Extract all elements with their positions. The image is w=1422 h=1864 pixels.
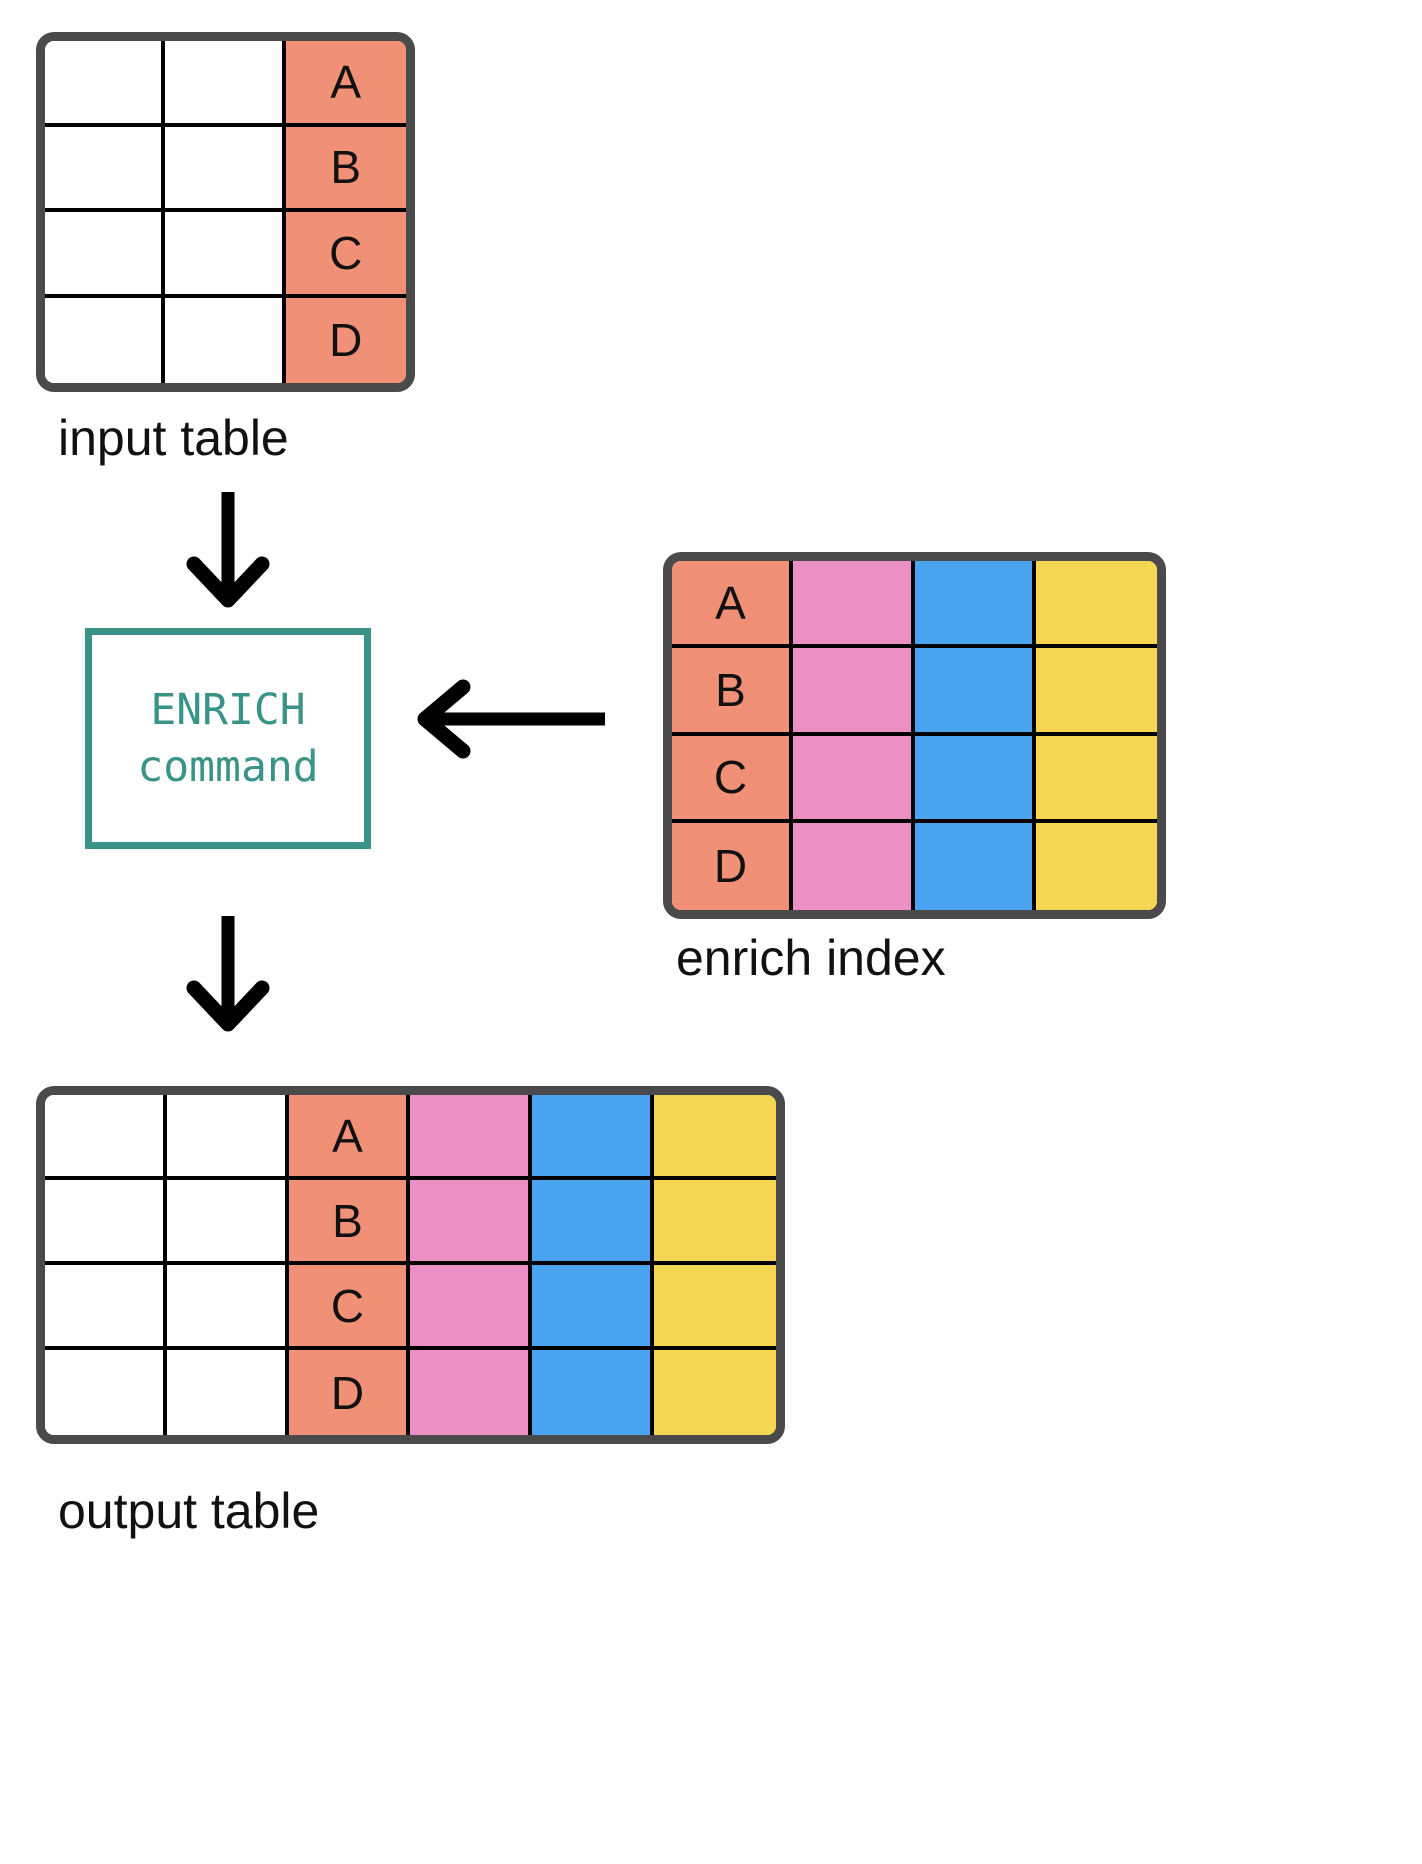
table-cell [793, 648, 915, 736]
table-cell [1035, 561, 1157, 649]
table-cell-key: C [288, 1265, 411, 1350]
table-cell [166, 1265, 289, 1350]
table-row: A [45, 41, 406, 127]
table-cell [654, 1350, 776, 1435]
table-cell-key: B [288, 1180, 411, 1265]
enrich-command-label-line2: command [137, 741, 319, 792]
table-cell [1035, 648, 1157, 736]
table-cell [914, 735, 1036, 823]
table-cell-key: B [285, 126, 406, 212]
table-row: C [672, 735, 1157, 823]
table-row: C [45, 1265, 776, 1350]
table-cell [45, 297, 166, 383]
table-cell-key: A [285, 41, 406, 127]
table-row: D [45, 297, 406, 383]
table-cell [165, 297, 286, 383]
table-cell [914, 822, 1036, 910]
table-cell [45, 126, 166, 212]
table-cell-key: D [288, 1350, 411, 1435]
table-row: B [45, 126, 406, 212]
table-row: D [672, 822, 1157, 910]
table-cell [166, 1180, 289, 1265]
table-row: B [45, 1180, 776, 1265]
table-cell-key: A [672, 561, 794, 649]
table-row: B [672, 648, 1157, 736]
table-row: D [45, 1350, 776, 1435]
table-cell [532, 1265, 655, 1350]
table-cell [914, 561, 1036, 649]
table-cell [45, 41, 166, 127]
table-cell-key: D [285, 297, 406, 383]
output-table-caption: output table [58, 1483, 320, 1539]
table-row: A [45, 1095, 776, 1180]
table-cell [532, 1095, 655, 1180]
table-cell [165, 126, 286, 212]
enrich-index-caption: enrich index [676, 930, 946, 986]
table-cell [410, 1180, 533, 1265]
table-cell [165, 212, 286, 298]
output-table: A B C D [36, 1086, 785, 1444]
table-cell [1035, 822, 1157, 910]
table-cell-key: A [288, 1095, 411, 1180]
enrich-command-label-line1: ENRICH [150, 684, 306, 735]
table-cell [45, 1180, 167, 1265]
enrich-index-table: A B C D [663, 552, 1166, 919]
table-cell-key: C [285, 212, 406, 298]
table-cell [914, 648, 1036, 736]
table-cell [166, 1095, 289, 1180]
table-cell [532, 1180, 655, 1265]
table-cell [165, 41, 286, 127]
table-cell [1035, 735, 1157, 823]
table-cell-key: B [672, 648, 794, 736]
table-cell [45, 1350, 167, 1435]
table-cell-key: C [672, 735, 794, 823]
table-cell [793, 822, 915, 910]
table-cell-key: D [672, 822, 794, 910]
table-cell [45, 1095, 167, 1180]
enrich-command-box[interactable]: ENRICH command [85, 628, 371, 849]
table-cell [410, 1265, 533, 1350]
table-cell [166, 1350, 289, 1435]
arrow-left-icon [415, 676, 605, 762]
table-row: A [672, 561, 1157, 649]
arrow-down-icon [178, 916, 278, 1032]
table-cell [45, 212, 166, 298]
table-row: C [45, 212, 406, 298]
arrow-down-icon [178, 492, 278, 608]
table-cell [654, 1265, 776, 1350]
input-table: A B C D [36, 32, 415, 392]
table-cell [793, 735, 915, 823]
table-cell [654, 1180, 776, 1265]
table-cell [654, 1095, 776, 1180]
input-table-caption: input table [58, 410, 289, 466]
table-cell [45, 1265, 167, 1350]
table-cell [410, 1095, 533, 1180]
table-cell [532, 1350, 655, 1435]
table-cell [410, 1350, 533, 1435]
table-cell [793, 561, 915, 649]
